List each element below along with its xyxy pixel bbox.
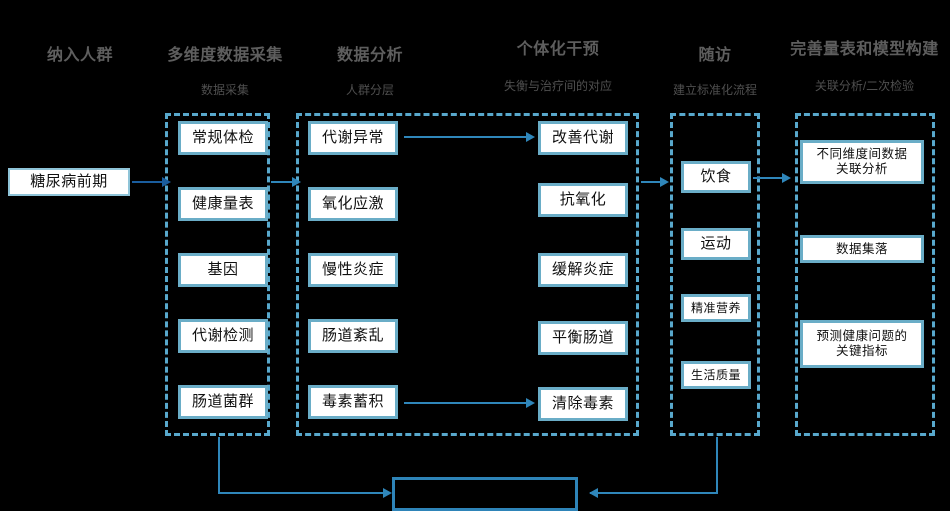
connector-toxin-accumulation-to-detox bbox=[404, 402, 529, 404]
node-analysis-chronic-inflammation[interactable]: 慢性炎症 bbox=[308, 253, 398, 287]
column-title-intervention: 个体化干预 bbox=[516, 41, 600, 58]
arrow-intervention-to-followup-icon bbox=[660, 177, 669, 187]
group-followup bbox=[670, 113, 760, 436]
arrow-collection-to-analysis-icon bbox=[292, 177, 301, 187]
connector-metabolic-abnormality-to-improve-metabolism bbox=[404, 136, 529, 138]
column-subtitle-followup: 建立标准化流程 bbox=[672, 83, 757, 97]
node-followup-precision-nutrition[interactable]: 精准营养 bbox=[681, 294, 751, 322]
connector-collection-to-summary bbox=[218, 492, 386, 494]
node-collection-metabolic-test[interactable]: 代谢检测 bbox=[178, 319, 268, 353]
group-analysis-intervention bbox=[296, 113, 639, 436]
node-intervention-balance-gut[interactable]: 平衡肠道 bbox=[538, 321, 628, 355]
node-analysis-gut-dysbiosis[interactable]: 肠道紊乱 bbox=[308, 319, 398, 353]
connector-collection-to-analysis bbox=[271, 181, 295, 183]
column-title-analysis: 数据分析 bbox=[336, 47, 403, 64]
column-title-intake: 纳入人群 bbox=[46, 47, 113, 64]
connector-followup-to-summary bbox=[590, 492, 718, 494]
column-title-collection: 多维度数据采集 bbox=[167, 47, 283, 64]
arrow-toxin-accumulation-icon bbox=[526, 398, 535, 408]
node-modeling-key-predictive-indicators-line2: 关键指标 bbox=[835, 344, 888, 358]
column-subtitle-collection: 数据采集 bbox=[200, 83, 249, 97]
node-collection-gut-microbiome[interactable]: 肠道菌群 bbox=[178, 385, 268, 419]
node-collection-health-scale[interactable]: 健康量表 bbox=[178, 187, 268, 221]
node-intervention-reduce-inflammation[interactable]: 缓解炎症 bbox=[538, 253, 628, 287]
node-modeling-cross-dimension-correlation-line1: 不同维度间数据 bbox=[816, 147, 908, 161]
arrow-intake-to-collection-icon bbox=[162, 177, 171, 187]
node-modeling-data-cluster[interactable]: 数据集落 bbox=[800, 235, 924, 263]
node-analysis-toxin-accumulation[interactable]: 毒素蓄积 bbox=[308, 385, 398, 419]
connector-followup-down bbox=[716, 437, 718, 493]
node-intake-prediabetes[interactable]: 糖尿病前期 bbox=[8, 168, 130, 196]
group-collection bbox=[165, 113, 270, 436]
column-subtitle-analysis: 人群分层 bbox=[345, 83, 394, 97]
connector-collection-down bbox=[218, 437, 220, 493]
node-collection-gene[interactable]: 基因 bbox=[178, 253, 268, 287]
summary-box[interactable] bbox=[392, 477, 578, 511]
node-intervention-remove-toxins[interactable]: 清除毒素 bbox=[538, 387, 628, 421]
node-modeling-key-predictive-indicators[interactable]: 预测健康问题的 关键指标 bbox=[800, 320, 924, 368]
arrow-followup-to-modeling-icon bbox=[782, 173, 791, 183]
connector-followup-to-modeling bbox=[753, 177, 785, 179]
node-analysis-oxidative-stress[interactable]: 氧化应激 bbox=[308, 187, 398, 221]
column-subtitle-intervention: 失衡与治疗间的对应 bbox=[503, 79, 612, 93]
arrow-followup-to-summary-icon bbox=[589, 488, 598, 498]
node-modeling-cross-dimension-correlation-line2: 关联分析 bbox=[835, 162, 888, 176]
node-modeling-cross-dimension-correlation[interactable]: 不同维度间数据 关联分析 bbox=[800, 140, 924, 184]
column-title-modeling: 完善量表和模型构建 bbox=[790, 41, 939, 58]
connector-intervention-to-followup bbox=[641, 181, 663, 183]
node-followup-exercise[interactable]: 运动 bbox=[681, 228, 751, 260]
arrow-collection-to-summary-icon bbox=[383, 488, 392, 498]
node-followup-quality-of-life[interactable]: 生活质量 bbox=[681, 361, 751, 389]
node-followup-diet[interactable]: 饮食 bbox=[681, 161, 751, 193]
node-analysis-metabolic-abnormality[interactable]: 代谢异常 bbox=[308, 121, 398, 155]
group-modeling bbox=[795, 113, 935, 436]
column-title-followup: 随访 bbox=[698, 47, 732, 64]
node-modeling-key-predictive-indicators-line1: 预测健康问题的 bbox=[816, 329, 908, 343]
column-subtitle-modeling: 关联分析/二次检验 bbox=[814, 79, 915, 93]
node-intervention-antioxidant[interactable]: 抗氧化 bbox=[538, 183, 628, 217]
node-collection-routine-checkup[interactable]: 常规体检 bbox=[178, 121, 268, 155]
arrow-metabolic-abnormality-icon bbox=[526, 132, 535, 142]
node-intervention-improve-metabolism[interactable]: 改善代谢 bbox=[538, 121, 628, 155]
connector-intake-to-collection bbox=[132, 181, 164, 183]
